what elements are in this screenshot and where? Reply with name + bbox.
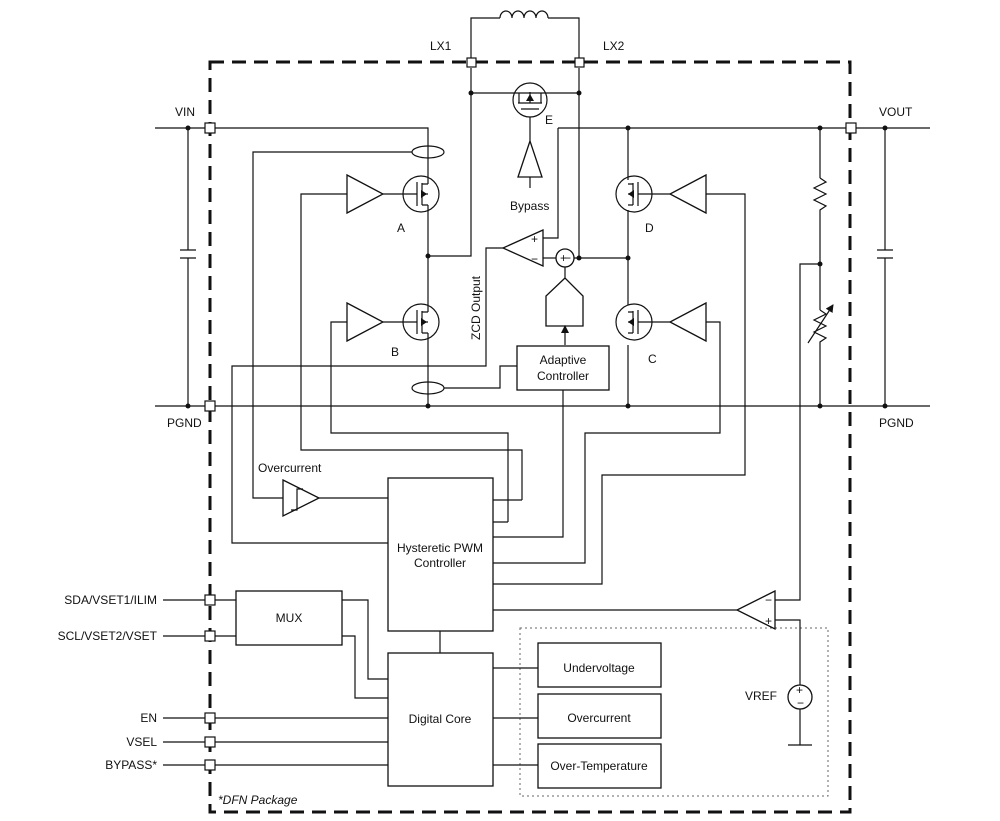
switch-d-label: D: [645, 221, 654, 235]
mux-label: MUX: [276, 611, 303, 625]
vout-pin: [845, 122, 857, 134]
switch-a-label: A: [397, 221, 405, 235]
pgnd-left-label: PGND: [167, 416, 202, 430]
pgnd-right-label: PGND: [879, 416, 914, 430]
switch-a: [300, 173, 523, 500]
pwm-label-line2: Controller: [414, 556, 466, 570]
sda-pin: [204, 594, 216, 606]
switch-e-bypass: [512, 82, 548, 188]
zcd-minus-sign: −: [531, 252, 538, 266]
bypass-label: BYPASS*: [105, 758, 157, 772]
overcurrent-label: Overcurrent: [567, 711, 631, 725]
package-pins: [204, 57, 857, 771]
package-note: *DFN Package: [218, 793, 298, 807]
junction-dots: [185, 90, 888, 409]
package-outline: [208, 60, 852, 814]
lx1-pin: [466, 57, 477, 68]
overcurrent-comparator-label: Overcurrent: [258, 461, 322, 475]
overcurrent-comparator: [282, 478, 388, 518]
vsel-pin: [204, 736, 216, 748]
vref-label: VREF: [745, 689, 777, 703]
sum-plus-sign: +: [560, 251, 567, 265]
adaptive-label-line2: Controller: [537, 369, 589, 383]
overcurrent-block: [537, 693, 662, 739]
switch-e-label: E: [545, 113, 553, 127]
adaptive-label-line1: Adaptive: [540, 353, 587, 367]
comparator-signs: + − + − − + + −: [531, 232, 804, 710]
current-sense-loops: [252, 145, 518, 499]
switch-c-label: C: [648, 352, 657, 366]
en-pin: [204, 712, 216, 724]
switch-b: [330, 301, 509, 522]
block-labels: Adaptive Controller Hysteretic PWM Contr…: [276, 353, 648, 773]
mux-block: [235, 590, 343, 646]
vout-label: VOUT: [879, 105, 913, 119]
vsel-label: VSEL: [126, 735, 157, 749]
adaptive-to-pwm-wire: [493, 390, 564, 538]
lx1-label: LX1: [430, 39, 452, 53]
over-temperature-block: [537, 743, 662, 789]
vin-rail: [155, 127, 429, 406]
pin-labels: LX1 LX2 VIN VOUT PGND PGND SDA/VSET1/ILI…: [58, 39, 914, 772]
hysteretic-pwm-controller-block: [387, 477, 494, 632]
ea-minus-sign: −: [765, 593, 772, 607]
zcd-plus-sign: +: [531, 232, 538, 246]
switch-labels: A B C D E: [391, 113, 657, 366]
bypass-pin: [204, 759, 216, 771]
vref-plus-sign: +: [796, 683, 803, 697]
zcd-output-label: ZCD Output: [469, 275, 483, 340]
undervoltage-block: [537, 642, 662, 688]
digital-core-label: Digital Core: [409, 712, 472, 726]
protection-wires: [493, 667, 538, 766]
pwm-label-line1: Hysteretic PWM: [397, 541, 483, 555]
lx2-pin: [574, 57, 585, 68]
gate-drive-wires: [493, 499, 522, 523]
adaptive-controller-block: [516, 345, 610, 391]
protection-group-outline: [519, 627, 829, 797]
ea-plus-sign: +: [765, 614, 772, 628]
scl-pin: [204, 630, 216, 642]
bypass-driver-label: Bypass: [510, 199, 549, 213]
switch-c: [493, 301, 721, 564]
switch-d: [493, 173, 746, 585]
vout-rail: [558, 127, 930, 406]
zcd-comparator: [231, 128, 584, 544]
digital-core-block: [387, 652, 494, 787]
feedback-network: [493, 128, 834, 746]
pgnd-pin: [204, 400, 216, 412]
en-label: EN: [140, 711, 157, 725]
sum-minus-sign: −: [564, 251, 571, 265]
vin-label: VIN: [175, 105, 195, 119]
io-pin-wires: [163, 599, 388, 766]
switch-b-label: B: [391, 345, 399, 359]
inductor: [470, 10, 580, 60]
scl-label: SCL/VSET2/VSET: [58, 629, 158, 643]
sda-label: SDA/VSET1/ILIM: [64, 593, 157, 607]
undervoltage-label: Undervoltage: [563, 661, 635, 675]
mux-to-core-wires: [342, 599, 388, 699]
lx2-label: LX2: [603, 39, 625, 53]
over-temperature-label: Over-Temperature: [550, 759, 648, 773]
vref-minus-sign: −: [797, 696, 804, 710]
vin-pin: [204, 122, 216, 134]
